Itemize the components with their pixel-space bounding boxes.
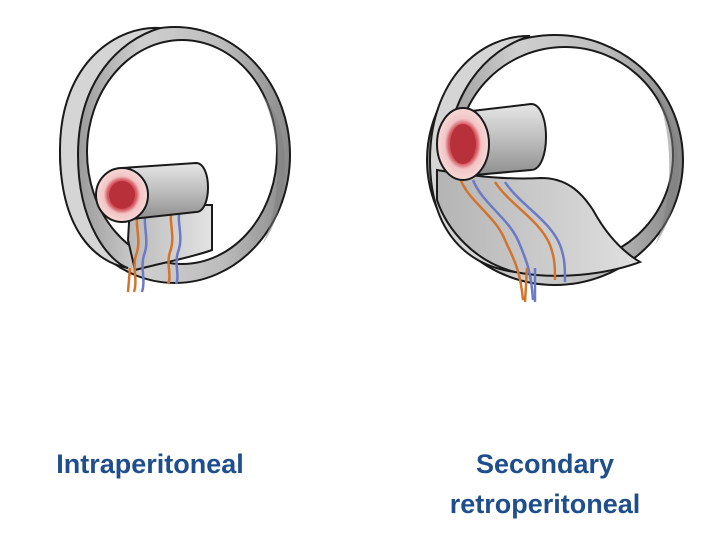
gut-tube-icon (436, 102, 547, 181)
secondary-retroperitoneal-panel: Secondary retroperitoneal (355, 0, 710, 540)
intraperitoneal-panel: Intraperitoneal (0, 26, 300, 484)
mesentery-icon (436, 168, 643, 277)
intraperitoneal-diagram (58, 26, 291, 293)
secondary-retroperitoneal-diagram (426, 34, 684, 303)
secondary-retroperitoneal-label-line2: retroperitoneal (449, 489, 641, 519)
mesentery-vessels-icon (458, 177, 567, 303)
gut-tube-icon (95, 161, 209, 223)
secondary-retroperitoneal-label-line1: Secondary (475, 449, 615, 479)
intraperitoneal-label-text: Intraperitoneal (56, 449, 244, 479)
intraperitoneal-label: Intraperitoneal (0, 444, 300, 484)
mesentery-vessels-icon (126, 207, 182, 293)
secondary-retroperitoneal-label: Secondary retroperitoneal (395, 444, 695, 524)
